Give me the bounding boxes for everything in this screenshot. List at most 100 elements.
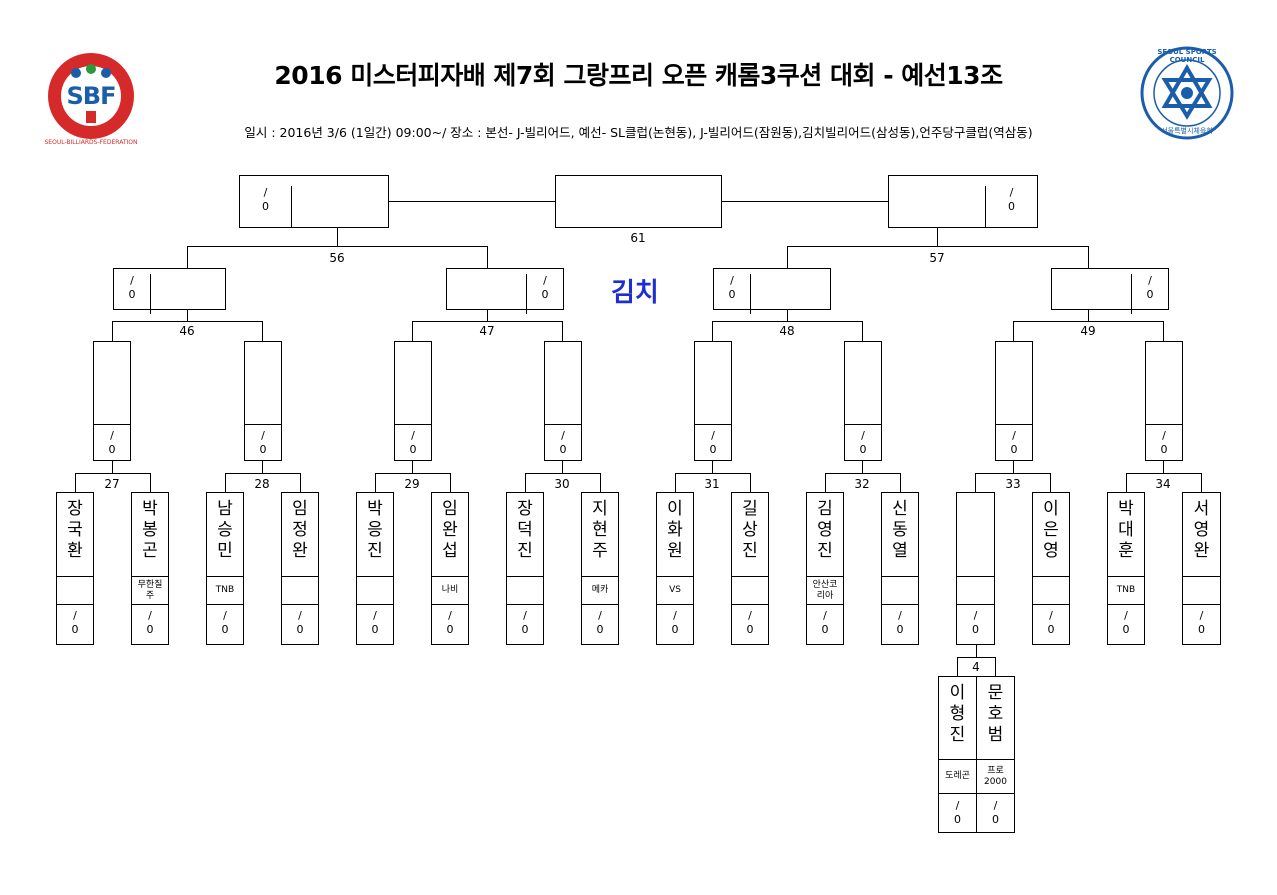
player-club bbox=[732, 576, 768, 605]
round2-slot[interactable]: /0 bbox=[93, 341, 131, 461]
player-score: /0 bbox=[954, 799, 961, 826]
player-slot[interactable]: 장덕진 /0 bbox=[506, 492, 544, 645]
player-name: 박봉곤 bbox=[142, 499, 158, 561]
player-score: /0 bbox=[446, 609, 454, 636]
player-name: 임정완 bbox=[292, 499, 308, 561]
player-slot[interactable]: 서영완 /0 bbox=[1182, 492, 1221, 645]
sbf-logo-letters: SBF bbox=[66, 82, 117, 110]
ssc-logo-icon bbox=[1140, 46, 1234, 140]
player-slot[interactable]: 길상진 /0 bbox=[731, 492, 769, 645]
sbf-logo: SBF SEOUL-BILLIARDS-FEDERATION bbox=[45, 51, 137, 146]
player-name: 박대훈 bbox=[1118, 499, 1134, 561]
player-score: /0 bbox=[821, 609, 829, 636]
player-score: /0 bbox=[221, 609, 229, 636]
player-club: 나비 bbox=[432, 576, 468, 605]
match-number: 30 bbox=[554, 477, 570, 491]
player-slot[interactable]: 박대훈 TNB /0 bbox=[1107, 492, 1145, 645]
player-name: 서영완 bbox=[1193, 499, 1210, 561]
round2-slot[interactable]: /0 bbox=[995, 341, 1033, 461]
player-club: 메카 bbox=[582, 576, 618, 605]
player-name: 신동열 bbox=[892, 499, 908, 561]
player-club bbox=[1183, 576, 1220, 605]
player-club bbox=[957, 576, 994, 605]
player-name: 장덕진 bbox=[517, 499, 533, 561]
slot-score: /0 bbox=[985, 186, 1037, 227]
player-slot[interactable]: 임완섭 나비 /0 bbox=[431, 492, 469, 645]
player-slot[interactable]: 남승민 TNB /0 bbox=[206, 492, 244, 645]
player-slot[interactable]: /0 bbox=[956, 492, 995, 645]
player-score: /0 bbox=[992, 799, 999, 826]
player-score: /0 bbox=[972, 609, 979, 636]
player-name: 이형진 bbox=[949, 683, 966, 745]
player-slot[interactable]: 박봉곤 무한질주 /0 bbox=[131, 492, 169, 645]
group-winner-slot[interactable] bbox=[555, 175, 722, 228]
player-score: /0 bbox=[746, 609, 754, 636]
player-score: /0 bbox=[596, 609, 604, 636]
player-score: /0 bbox=[146, 609, 154, 636]
event-info: 일시 : 2016년 3/6 (1일간) 09:00~/ 장소 : 본선- J-… bbox=[244, 125, 1033, 140]
player-score: /0 bbox=[371, 609, 379, 636]
player-name: 장국환 bbox=[67, 499, 83, 561]
round2-slot[interactable]: /0 bbox=[394, 341, 432, 461]
slot-score: /0 bbox=[94, 424, 130, 460]
round2-slot[interactable]: /0 bbox=[694, 341, 732, 461]
match-number: 49 bbox=[1080, 324, 1096, 338]
slot-score: /0 bbox=[1131, 274, 1168, 314]
player-club bbox=[357, 576, 393, 605]
round2-slot[interactable]: /0 bbox=[844, 341, 882, 461]
player-slot[interactable]: 김영진 안산코리아 /0 bbox=[806, 492, 844, 645]
player-slot[interactable]: 임정완 /0 bbox=[281, 492, 319, 645]
slot-score: /0 bbox=[845, 424, 881, 460]
player-name bbox=[957, 499, 994, 574]
slot-score: /0 bbox=[714, 274, 751, 314]
sbf-logo-ring-text: SEOUL-BILLIARDS-FEDERATION bbox=[44, 139, 138, 146]
match-number: 34 bbox=[1155, 477, 1171, 491]
round2-slot[interactable]: /0 bbox=[244, 341, 282, 461]
prelim-player-slot[interactable]: 문호범 프로2000 /0 bbox=[976, 676, 1015, 833]
round2-slot[interactable]: /0 bbox=[544, 341, 582, 461]
player-slot[interactable]: 이은영 /0 bbox=[1032, 492, 1070, 645]
match-number: 31 bbox=[704, 477, 720, 491]
player-name: 길상진 bbox=[742, 499, 758, 561]
player-club: TNB bbox=[207, 576, 243, 605]
semifinal-slot-right[interactable]: /0 bbox=[888, 175, 1038, 228]
semifinal-slot-left[interactable]: /0 bbox=[239, 175, 389, 228]
match-number: 47 bbox=[479, 324, 495, 338]
slot-score: /0 bbox=[240, 186, 292, 227]
player-slot[interactable]: 장국환 /0 bbox=[56, 492, 94, 645]
player-score: /0 bbox=[896, 609, 904, 636]
player-name: 문호범 bbox=[987, 683, 1004, 745]
player-score: /0 bbox=[521, 609, 529, 636]
ssc-logo-ring-text: SEOUL SPORTS COUNCIL bbox=[1157, 48, 1217, 64]
match-number: 61 bbox=[630, 231, 646, 245]
player-club: 도레곤 bbox=[939, 759, 976, 794]
player-club: VS bbox=[657, 576, 693, 605]
player-club: 프로2000 bbox=[977, 759, 1014, 794]
round2-slot[interactable]: /0 bbox=[1145, 341, 1183, 461]
player-slot[interactable]: 지현주 메카 /0 bbox=[581, 492, 619, 645]
match-number: 29 bbox=[404, 477, 420, 491]
slot-score: /0 bbox=[545, 424, 581, 460]
player-club: 무한질주 bbox=[132, 576, 168, 605]
round3-slot[interactable]: /0 bbox=[1051, 268, 1169, 314]
ssc-logo: SEOUL SPORTS COUNCIL 서울특별시체육회 bbox=[1140, 46, 1234, 140]
player-slot[interactable]: 신동열 /0 bbox=[881, 492, 919, 645]
match-number: 46 bbox=[179, 324, 195, 338]
player-club bbox=[282, 576, 318, 605]
prelim-player-slot[interactable]: 이형진 도레곤 /0 bbox=[938, 676, 977, 833]
match-number: 48 bbox=[779, 324, 795, 338]
player-score: /0 bbox=[671, 609, 679, 636]
match-number: 4 bbox=[972, 660, 980, 674]
player-slot[interactable]: 박응진 /0 bbox=[356, 492, 394, 645]
round3-slot[interactable]: /0 bbox=[713, 268, 831, 314]
player-club bbox=[1033, 576, 1069, 605]
round3-slot[interactable]: /0 bbox=[113, 268, 226, 314]
player-name: 남승민 bbox=[217, 499, 233, 561]
player-slot[interactable]: 이화원 VS /0 bbox=[656, 492, 694, 645]
slot-score: /0 bbox=[996, 424, 1032, 460]
player-name: 이화원 bbox=[667, 499, 683, 561]
round3-slot[interactable]: /0 bbox=[446, 268, 564, 314]
page-title: 2016 미스터피자배 제7회 그랑프리 오픈 캐롬3쿠션 대회 - 예선13조 bbox=[274, 61, 1003, 90]
player-name: 임완섭 bbox=[442, 499, 458, 561]
player-score: /0 bbox=[1198, 609, 1205, 636]
